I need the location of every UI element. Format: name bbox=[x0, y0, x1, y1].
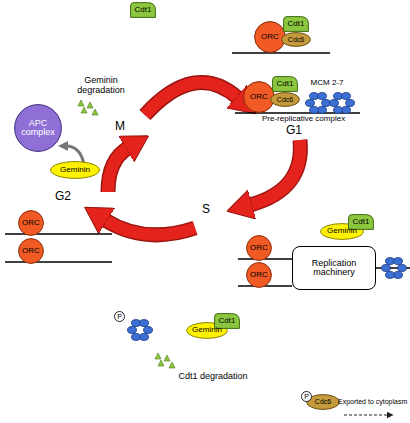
phospho-mark: P bbox=[301, 391, 312, 402]
phase-label: M bbox=[112, 120, 128, 133]
cdt1-tag-shape bbox=[215, 314, 240, 329]
apc-circle-shape bbox=[15, 105, 62, 152]
cdt1-tag-shape bbox=[273, 77, 298, 92]
node-text: Geminin bbox=[192, 326, 222, 334]
orc-circle-shape bbox=[244, 82, 275, 113]
orc-circle-shape bbox=[255, 22, 286, 53]
orc-circle-shape bbox=[19, 211, 44, 236]
geminin-oval: Geminin bbox=[50, 161, 100, 179]
node-text: ORC bbox=[250, 271, 268, 279]
apc-circle: APC complex bbox=[14, 104, 62, 152]
node-text: Geminin bbox=[327, 227, 357, 235]
node-text: ORC bbox=[250, 93, 268, 101]
orc-circle: ORC bbox=[246, 235, 272, 261]
node-text: Cdt1 bbox=[135, 6, 152, 14]
node-text: Geminin bbox=[60, 166, 90, 174]
node-text: Cdt1 bbox=[277, 80, 294, 88]
node-text: Cdc6 bbox=[288, 36, 304, 43]
phase-label: S bbox=[198, 203, 214, 216]
node-text: ORC bbox=[22, 219, 40, 227]
node-text: Cdc6 bbox=[315, 398, 331, 405]
complex-label: Pre-replicative complex bbox=[262, 115, 362, 124]
node-text: Cdt1 bbox=[353, 218, 370, 226]
node-text: APC complex bbox=[14, 119, 62, 138]
phase-label: G1 bbox=[282, 124, 306, 137]
cdt1-tag: Cdt1 bbox=[130, 2, 156, 18]
node-text: Cdc6 bbox=[277, 96, 293, 103]
orc-circle-shape bbox=[247, 263, 272, 288]
node-text: Replication machinery bbox=[295, 259, 373, 278]
node-text: ORC bbox=[261, 33, 279, 41]
cdt1-tag-shape bbox=[131, 3, 156, 18]
orc-circle: ORC bbox=[18, 210, 44, 236]
node-text: Cdt1 bbox=[219, 317, 236, 325]
orc-circle: ORC bbox=[254, 21, 286, 53]
process-label: Geminin degradation bbox=[68, 76, 134, 96]
machinery-box: Replication machinery bbox=[292, 246, 376, 290]
orc-circle-shape bbox=[247, 236, 272, 261]
cdc6-oval-shape bbox=[271, 93, 300, 107]
node-text: Cdt1 bbox=[288, 20, 305, 28]
node-text: ORC bbox=[22, 247, 40, 255]
orc-circle-shape bbox=[19, 239, 44, 264]
cdt1-tag-shape bbox=[349, 215, 374, 230]
geminin-oval-shape bbox=[51, 162, 100, 179]
cdt1-tag: Cdt1 bbox=[272, 76, 298, 92]
cdc6-oval: Cdc6 bbox=[270, 92, 300, 107]
cdc6-oval-shape bbox=[282, 33, 311, 47]
process-label: Cdt1 degradation bbox=[165, 372, 261, 382]
phospho-mark: P bbox=[114, 311, 125, 322]
note-label: Exported to cytoplasm bbox=[338, 398, 410, 406]
orc-circle: ORC bbox=[246, 262, 272, 288]
node-text: ORC bbox=[250, 244, 268, 252]
protein-label: MCM 2-7 bbox=[304, 79, 350, 88]
orc-circle: ORC bbox=[18, 238, 44, 264]
cdt1-tag-shape bbox=[284, 17, 309, 32]
orc-circle: ORC bbox=[243, 81, 275, 113]
phase-label: G2 bbox=[51, 190, 75, 203]
cdc6-oval: Cdc6 bbox=[281, 32, 311, 47]
cdt1-tag: Cdt1 bbox=[283, 16, 309, 32]
